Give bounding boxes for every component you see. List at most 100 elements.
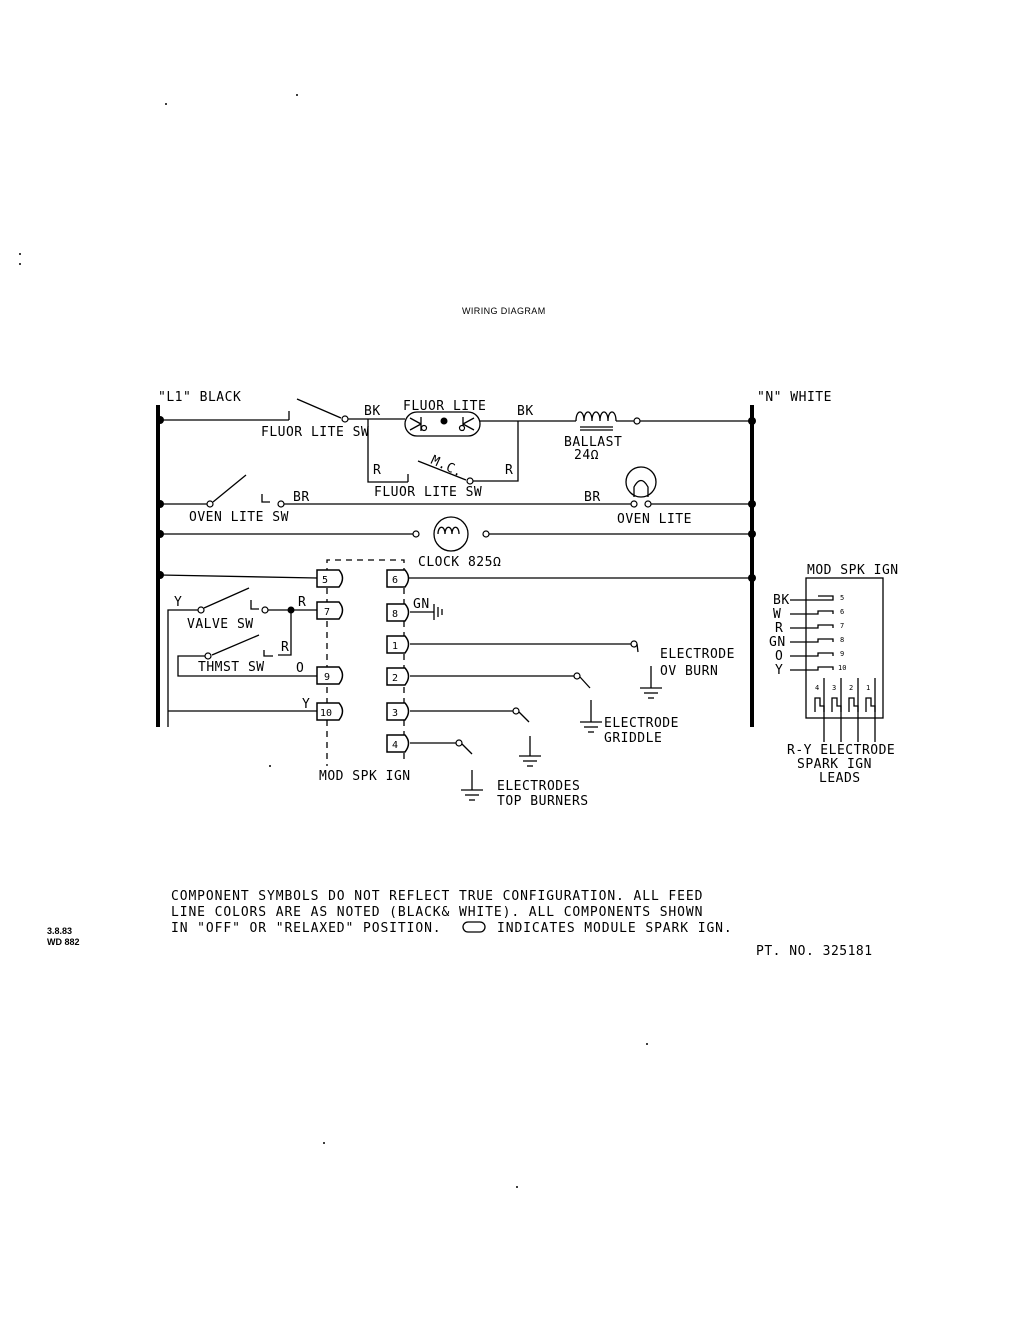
module-terminal-4: 4 <box>386 734 410 753</box>
module-terminal-8: 8 <box>386 603 410 622</box>
terminal-8-body <box>386 603 410 622</box>
drawing-date: 3.8.83 <box>47 926 72 936</box>
terminal-9-body <box>316 666 344 685</box>
electrode-top-tip-2 <box>455 739 463 747</box>
module-terminal-3: 3 <box>386 702 410 721</box>
wire-label-bk-1: BK <box>364 404 381 419</box>
connector-pin-label-8: 8 <box>840 636 844 644</box>
fluor-lite-sw-blade <box>296 398 342 419</box>
fluor-sw-terminal <box>341 415 349 423</box>
connector-lead-2 <box>848 697 859 712</box>
oven-lite-terminal-b <box>644 500 652 508</box>
connector-wire-o: O <box>775 649 783 664</box>
thmst-sw-terminal <box>204 652 212 660</box>
module-terminal-2: 2 <box>386 667 410 686</box>
oven-lite-bulb <box>625 466 657 498</box>
electrode-griddle: ELECTRODE GRIDDLE <box>410 672 678 746</box>
scan-speck <box>19 263 21 265</box>
n-node-3 <box>748 530 756 538</box>
module-terminal-5: 5 <box>316 569 344 588</box>
valve-sw-contact <box>250 600 259 610</box>
clock-motor <box>433 516 469 552</box>
wire-o-term9 <box>177 655 317 677</box>
drawing-number: WD 882 <box>47 937 80 947</box>
connector-wire-r: R <box>775 621 783 636</box>
connector-pin-label-5: 5 <box>840 594 844 602</box>
wire-label-gn: GN <box>413 597 430 612</box>
wire-label-br-1: BR <box>293 490 310 505</box>
connector-pin-label-6: 6 <box>840 608 844 616</box>
scan-speck <box>165 103 167 105</box>
wire-label-r-2: R <box>281 640 289 655</box>
wire-label-o: O <box>296 661 304 676</box>
fluor-lite-rung: BK FLUOR LITE SW FLUOR LITE BK BALLAST 2… <box>156 398 752 500</box>
connector-pin-7 <box>790 624 834 629</box>
terminal-3-label: 3 <box>392 708 398 719</box>
scan-speck <box>323 1142 325 1144</box>
electrode-top-tip-1 <box>512 707 520 715</box>
connector-lead-label-2: 2 <box>849 684 853 692</box>
terminal-7-body <box>316 601 344 620</box>
wire-y-loop <box>167 609 198 727</box>
electrode-top-gap-1 <box>518 711 530 723</box>
electrodes-top-label-1: ELECTRODES <box>497 779 580 794</box>
connector-pin-label-7: 7 <box>840 622 844 630</box>
oven-lite-rung: BR BR OVEN LITE SW OVEN LITE <box>156 466 752 527</box>
ballast-coil <box>575 411 617 422</box>
fluor-lite-sw-label-2: FLUOR LITE SW <box>374 485 482 500</box>
connector-pin-label-9: 9 <box>840 650 844 658</box>
electrode-ov-tip <box>630 640 638 648</box>
scan-speck <box>296 94 298 96</box>
note-line-1: COMPONENT SYMBOLS DO NOT REFLECT TRUE CO… <box>171 889 703 904</box>
module-terminal-7: 7 <box>316 601 344 620</box>
connector-pin-5 <box>790 595 834 601</box>
terminal-8-label: 8 <box>392 609 398 620</box>
electrode-ov-label-1: ELECTRODE <box>660 647 735 662</box>
valve-sw-terminal-b <box>261 606 269 614</box>
terminal-7-label: 7 <box>324 607 330 618</box>
n-label: "N" WHITE <box>757 390 832 405</box>
mc-label: M.C. <box>428 453 465 481</box>
scan-speck <box>646 1043 648 1045</box>
connector-lead-1 <box>865 697 876 712</box>
wire-r-thmst <box>278 610 292 656</box>
clock-terminal-a <box>412 530 420 538</box>
terminal-6-body <box>386 569 410 588</box>
connector-pin-6 <box>790 610 834 615</box>
electrode-ov-label-2: OV BURN <box>660 664 718 679</box>
terminal-1-label: 1 <box>392 641 398 652</box>
mod-spk-ign-label: MOD SPK IGN <box>319 769 411 784</box>
valve-sw-label: VALVE SW <box>187 617 254 632</box>
n-node-1 <box>748 417 756 425</box>
electrode-gr-gap <box>579 676 591 689</box>
module-terminal-10: 10 <box>316 702 344 721</box>
thmst-sw-contact <box>263 650 273 657</box>
connector-caption-1: R-Y ELECTRODE <box>787 743 895 758</box>
wire-label-y-2: Y <box>302 697 310 712</box>
terminal-5-label: 5 <box>322 575 328 586</box>
electrode-gr-label-2: GRIDDLE <box>604 731 662 746</box>
starter-wire-left <box>367 419 408 483</box>
thmst-sw-blade <box>211 634 260 656</box>
electrodes-top-label-2: TOP BURNERS <box>497 794 589 809</box>
wire-label-br-2: BR <box>584 490 601 505</box>
wire-label-y-1: Y <box>174 595 182 610</box>
notes-block: COMPONENT SYMBOLS DO NOT REFLECT TRUE CO… <box>171 889 732 936</box>
fluor-lite-left-terminal <box>420 424 428 432</box>
fluor-lite-label: FLUOR LITE <box>403 399 486 414</box>
valve-thermostat-circuit: Y R VALVE SW R O THMST SW Y <box>167 587 317 727</box>
oven-sw-terminal-b <box>277 500 285 508</box>
terminal-2-body <box>386 667 410 686</box>
wire-label-r-1: R <box>298 595 306 610</box>
fluor-lite-sw-label: FLUOR LITE SW <box>261 425 369 440</box>
wire-l1-term5 <box>159 574 318 579</box>
mc-switch-blade <box>417 460 467 481</box>
ballast-terminal <box>633 417 641 425</box>
electrode-ov-burn: ELECTRODE OV BURN <box>410 640 735 699</box>
terminal-9-label: 9 <box>324 672 330 683</box>
connector-pin-10 <box>790 666 834 671</box>
terminal-4-label: 4 <box>392 740 398 751</box>
connector-lead-3 <box>831 697 842 712</box>
oven-sw-contact <box>261 494 270 503</box>
oven-lite-sw-label: OVEN LITE SW <box>189 510 289 525</box>
